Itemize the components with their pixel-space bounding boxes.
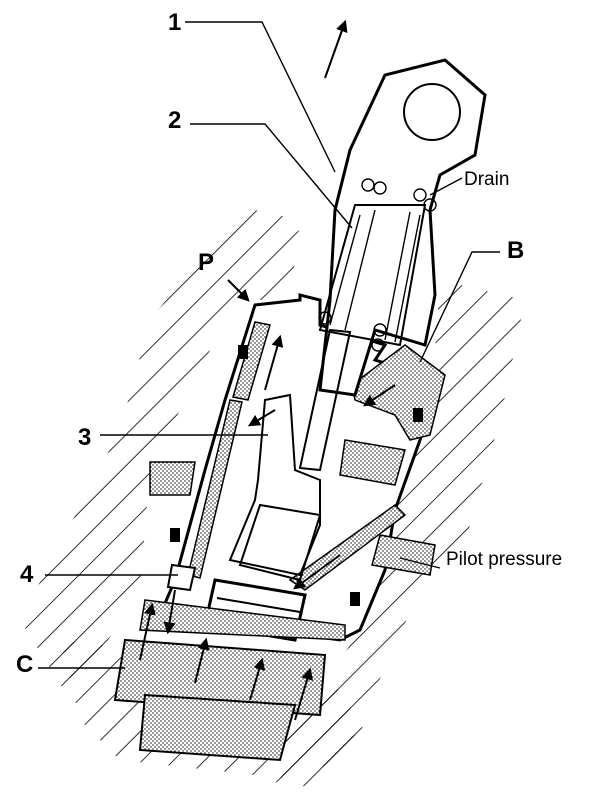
port-c-lower <box>138 693 297 762</box>
arrow-p-inlet <box>227 279 250 302</box>
top-lug <box>318 58 487 397</box>
leader-1 <box>185 21 336 173</box>
arrow-c2 <box>163 589 176 635</box>
stem-assembly <box>238 58 487 582</box>
pilot-plug <box>371 534 436 576</box>
lug-hole <box>403 83 461 141</box>
arrow-3 <box>247 409 276 427</box>
passage-left-long <box>187 399 243 579</box>
spring-cage <box>318 204 427 347</box>
leader-drain <box>429 177 463 196</box>
housing-right-wall <box>260 280 525 790</box>
leader-b <box>419 251 500 363</box>
central-stem <box>298 328 352 472</box>
seal-right-lower <box>350 592 360 606</box>
arrow-b <box>363 384 396 407</box>
arrow-c1 <box>139 602 156 661</box>
arrow-c5 <box>294 667 313 721</box>
port-c-chamber <box>139 599 346 641</box>
b-plug-dotted <box>339 439 406 486</box>
left-plug <box>149 461 196 496</box>
label-3: 3 <box>78 424 91 451</box>
label-2: 2 <box>168 107 181 134</box>
label-pilot-pressure: Pilot pressure <box>446 549 562 570</box>
flow-arrows <box>139 19 396 721</box>
seal-left-lower <box>170 528 180 542</box>
label-1: 1 <box>168 9 181 36</box>
arrow-c4 <box>249 657 265 701</box>
arrow-c3 <box>194 637 210 684</box>
label-4: 4 <box>20 561 34 588</box>
leader-pilot <box>399 557 441 569</box>
leader-lines <box>38 21 500 669</box>
seal-right-upper <box>413 408 423 422</box>
arrow-pilot <box>293 554 341 590</box>
port-c-block <box>113 599 346 762</box>
arrow-top-motion <box>324 19 348 79</box>
small-box-4 <box>166 563 197 592</box>
label-c: C <box>16 651 33 678</box>
housing-left-wall <box>20 210 300 700</box>
arrow-inner-up <box>264 334 284 391</box>
label-b: B <box>507 237 524 264</box>
label-p: P <box>198 249 214 276</box>
leader-2 <box>190 123 353 229</box>
seal-left-upper <box>238 345 248 359</box>
label-drain: Drain <box>464 169 509 190</box>
